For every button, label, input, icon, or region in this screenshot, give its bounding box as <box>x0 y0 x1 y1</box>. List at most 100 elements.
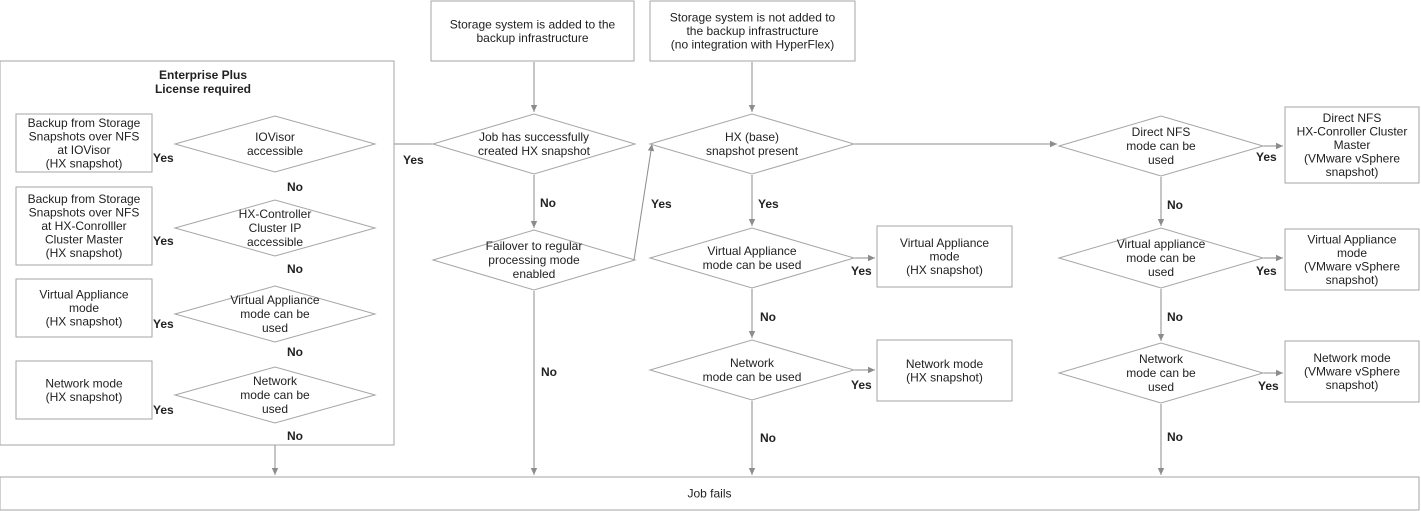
label-no-hxc: No <box>287 262 303 276</box>
edge-failover-yes-to-hx-base <box>633 143 655 261</box>
label-yes-failover: Yes <box>651 197 672 211</box>
net-right-decision-line: used <box>1148 380 1174 394</box>
direct-nfs-decision-line: Direct NFS <box>1132 125 1191 139</box>
label-no-va-right: No <box>1167 310 1183 324</box>
va-left-decision-line: mode can be <box>240 307 310 321</box>
label-yes-job: Yes <box>403 153 424 167</box>
net-mid-decision-line: Network <box>730 356 775 370</box>
job-hx-snapshot-decision-line: created HX snapshot <box>478 144 591 158</box>
hx-controller-ip-decision-line: Cluster IP <box>249 221 302 235</box>
label-no-direct-nfs: No <box>1167 198 1183 212</box>
job-hx-snapshot-decision-line: Job has successfully <box>479 130 589 144</box>
label-no-va-left: No <box>287 345 303 359</box>
va-mode-mid-line: mode <box>929 250 959 264</box>
direct-nfs-mode-line: Master <box>1334 138 1371 152</box>
direct-nfs-mode-line: Direct NFS <box>1323 111 1382 125</box>
net-mode-right-line: (VMware vSphere <box>1304 365 1400 379</box>
direct-nfs-mode-line: HX-Conroller Cluster <box>1297 125 1408 139</box>
enterprise-plus-title-line: License required <box>155 82 251 96</box>
iovisor-decision-line: IOVisor <box>255 130 295 144</box>
va-right-decision-line: Virtual appliance <box>1117 237 1206 251</box>
bfss-hx-controller-line: (HX snapshot) <box>46 246 123 260</box>
label-yes-net-mid: Yes <box>851 378 872 392</box>
direct-nfs-mode-line: (VMware vSphere <box>1304 152 1400 166</box>
label-no-net-mid: No <box>760 431 776 445</box>
net-right-decision-diamond <box>1057 342 1265 404</box>
label-no-iovisor: No <box>287 180 303 194</box>
bfss-iovisor-line: (HX snapshot) <box>46 156 123 170</box>
bfss-iovisor-line: at IOVisor <box>57 143 110 157</box>
failover-decision-line: processing mode <box>488 253 580 267</box>
net-mid-decision-line: mode can be used <box>703 370 802 384</box>
hx-base-decision-line: snapshot present <box>706 144 799 158</box>
net-left-decision-diamond <box>173 366 377 424</box>
va-mode-left-line: Virtual Appliance <box>39 288 129 302</box>
va-mode-left-box <box>15 278 153 338</box>
storage-not-added-line: (no integration with HyperFlex) <box>671 38 834 52</box>
label-yes-va-mid: Yes <box>851 264 872 278</box>
label-yes-hxc: Yes <box>153 234 174 248</box>
va-mode-right-line: snapshot) <box>1326 273 1379 287</box>
va-mode-right-line: (VMware vSphere <box>1304 259 1400 273</box>
storage-added-box <box>430 0 635 62</box>
va-mode-right-line: Virtual Appliance <box>1307 232 1397 246</box>
storage-not-added-box <box>649 0 856 62</box>
va-mode-right-box <box>1284 228 1420 291</box>
va-mid-decision-diamond <box>648 227 856 289</box>
net-mode-mid-line: Network mode <box>906 357 984 371</box>
net-left-decision-line: Network <box>253 374 298 388</box>
enterprise-plus-title-line: Enterprise Plus <box>159 68 247 82</box>
direct-nfs-mode-box <box>1284 106 1420 184</box>
label-yes-va-left: Yes <box>153 317 174 331</box>
bfss-hx-controller-line: Cluster Master <box>45 233 123 247</box>
va-mode-left-line: mode <box>69 301 99 315</box>
hx-base-decision: HX (base)snapshot present <box>706 130 799 158</box>
net-mode-right-box <box>1284 340 1420 403</box>
va-mid-decision-line: Virtual Appliance <box>707 244 797 258</box>
failover-decision-line: Failover to regular <box>486 239 583 253</box>
bfss-hx-controller-line: Backup from Storage <box>28 192 141 206</box>
net-mode-mid: Network mode(HX snapshot) <box>906 357 984 385</box>
hx-controller-ip-decision-line: HX-Controller <box>239 207 312 221</box>
net-left-decision-line: used <box>262 402 288 416</box>
label-no-va-mid: No <box>760 310 776 324</box>
label-no-net-right: No <box>1167 430 1183 444</box>
va-left-decision-line: used <box>262 321 288 335</box>
label-yes-net-left: Yes <box>153 403 174 417</box>
iovisor-decision-diamond <box>173 115 377 173</box>
net-mode-right-line: snapshot) <box>1326 378 1379 392</box>
label-yes-direct-nfs: Yes <box>1256 150 1277 164</box>
net-mid-decision-diamond <box>648 339 856 401</box>
failover-decision-diamond <box>431 229 637 291</box>
va-mode-mid-line: Virtual Appliance <box>900 236 990 250</box>
net-mode-mid-box <box>876 339 1013 402</box>
direct-nfs-mode-line: snapshot) <box>1326 165 1379 179</box>
bfss-iovisor-box <box>15 113 153 173</box>
net-mode-mid-line: (HX snapshot) <box>906 370 983 384</box>
net-mode-left: Network mode(HX snapshot) <box>45 376 123 404</box>
hx-base-decision-line: HX (base) <box>725 130 779 144</box>
net-mode-left-box <box>15 360 153 420</box>
bfss-hx-controller-line: at HX-Conrolller <box>41 219 126 233</box>
label-no-job: No <box>540 196 556 210</box>
bfss-hx-controller-box <box>15 186 153 266</box>
net-mode-left-line: Network mode <box>45 376 123 390</box>
label-yes-va-right: Yes <box>1256 264 1277 278</box>
va-left-decision-line: Virtual Appliance <box>230 293 320 307</box>
direct-nfs-decision-diamond <box>1057 115 1265 177</box>
label-yes-hx-base: Yes <box>758 197 779 211</box>
